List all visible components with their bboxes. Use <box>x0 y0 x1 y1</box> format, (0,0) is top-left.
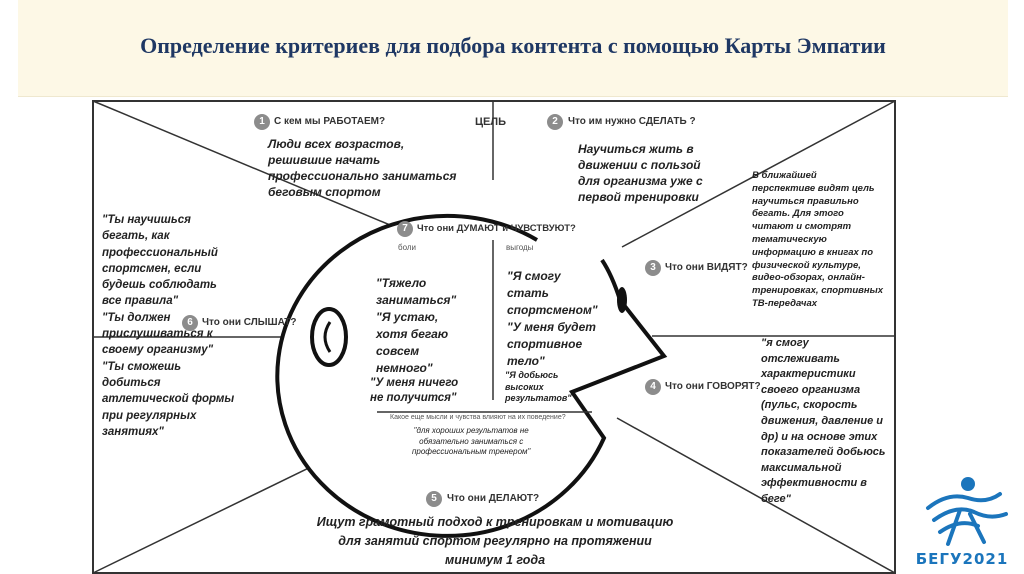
head-eye <box>617 287 627 313</box>
title-bar: Определение критериев для подбора контен… <box>18 0 1008 97</box>
text-need-do: Научиться жить в движении с пользой для … <box>578 142 703 204</box>
label-need-do: Что им нужно СДЕЛАТЬ ? <box>568 116 696 127</box>
head-ear <box>310 307 348 367</box>
text-see: В ближайшей перспективе видят цель научи… <box>752 170 884 309</box>
label-say: Что они ГОВОРЯТ? <box>665 381 761 392</box>
diagonal-bottom-right <box>616 417 896 574</box>
runner-icon <box>926 477 1008 546</box>
diagonal-top-left <box>92 100 391 226</box>
section-number-7: 7 <box>397 221 413 237</box>
page-title: Определение критериев для подбора контен… <box>140 33 886 58</box>
diagonal-top-right <box>621 100 896 248</box>
label-goal: ЦЕЛЬ <box>475 116 506 128</box>
label-do: Что они ДЕЛАЮТ? <box>447 493 540 504</box>
section-number-1: 1 <box>254 114 270 130</box>
think-question: Какое еще мысли и чувства влияют на их п… <box>390 414 566 421</box>
section-number-4: 4 <box>645 379 661 395</box>
ear-inner <box>323 321 332 353</box>
logo: БЕГУ2021 <box>908 470 1016 574</box>
section-number-3: 3 <box>645 260 661 276</box>
text-hear: "Ты научишься бегать, как профессиональн… <box>102 214 235 438</box>
text-pains-extra: "У меня ничего не получится" <box>370 377 459 404</box>
empathy-map: 1 С кем мы РАБОТАЕМ? ЦЕЛЬ Люди всех возр… <box>92 100 896 574</box>
text-do: Ищут грамотный подход к тренировкам и мо… <box>316 515 674 567</box>
head-outline <box>275 213 668 538</box>
text-gains: "Я смогу стать спортсменом" "У меня буде… <box>507 269 598 368</box>
label-pains: боли <box>398 243 416 252</box>
label-think: Что они ДУМАЮТ и ЧУВСТВУЮТ? <box>417 223 576 234</box>
empathy-map-lines <box>92 100 896 574</box>
label-gains: выгоды <box>506 243 534 252</box>
label-hear: Что они СЛЫШАТ? <box>202 317 297 328</box>
logo-text: БЕГУ2021 <box>915 550 1009 568</box>
text-work-with: Люди всех возрастов, решившие начать про… <box>268 137 457 199</box>
text-say: "я смогу отслеживать характеристики свое… <box>761 337 886 505</box>
section-number-5: 5 <box>426 491 442 507</box>
text-gains-extra: "Я добьюсь высоких результатов" <box>505 370 572 403</box>
text-pains: "Тяжело заниматься" "Я устаю, хотя бегаю… <box>376 276 457 375</box>
section-number-2: 2 <box>547 114 563 130</box>
think-answer: "для хороших результатов не обязательно … <box>412 426 531 456</box>
label-see: Что они ВИДЯТ? <box>665 262 748 273</box>
section-number-6: 6 <box>182 315 198 331</box>
label-work-with: С кем мы РАБОТАЕМ? <box>274 116 386 127</box>
